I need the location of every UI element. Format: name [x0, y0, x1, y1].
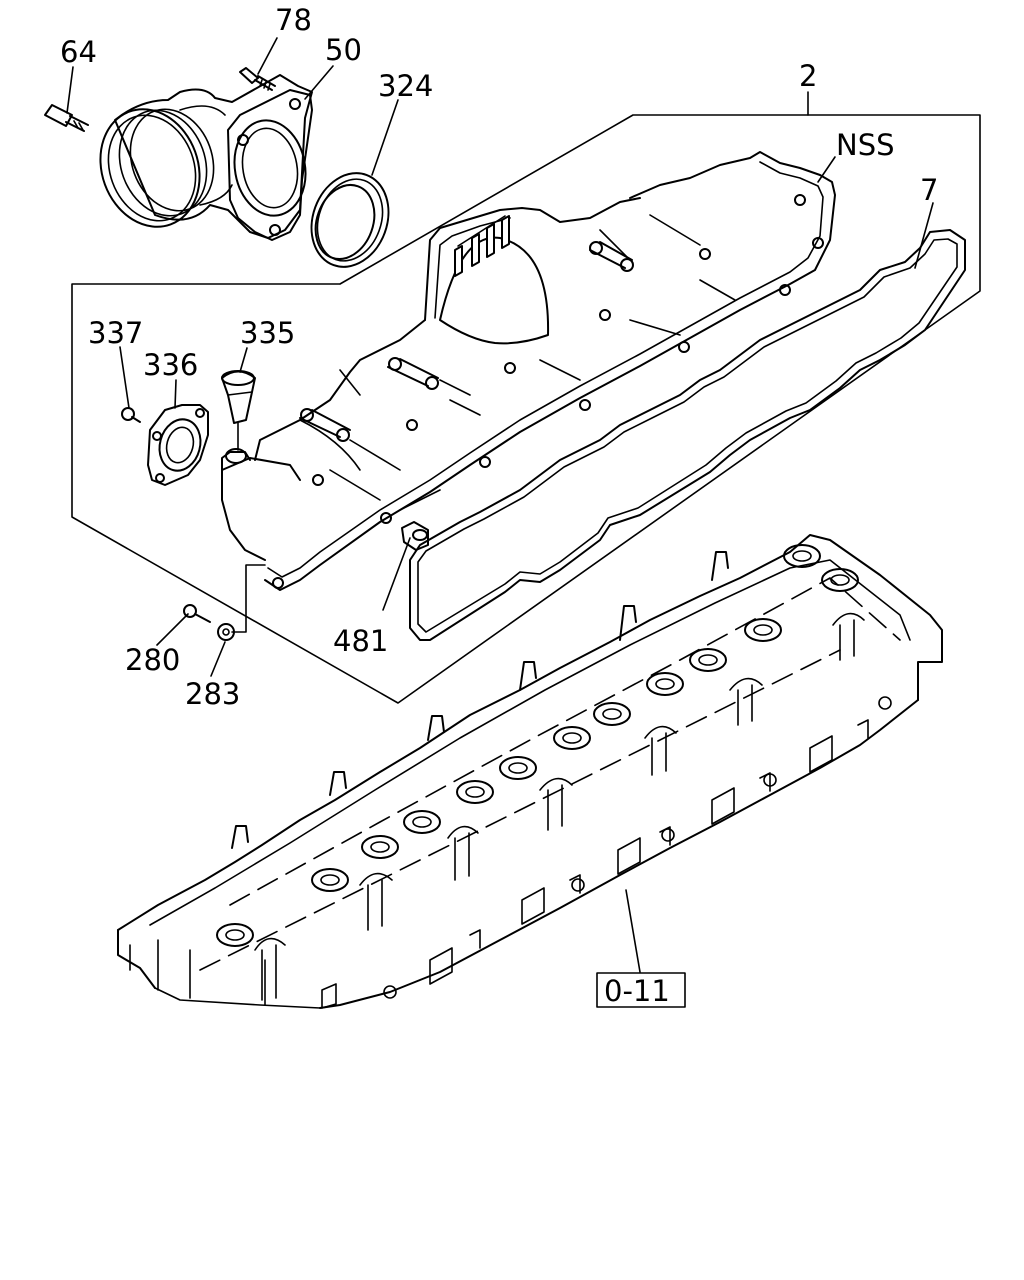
callout-283: 283 — [185, 677, 240, 711]
callout-78: 78 — [275, 3, 312, 37]
callout-nss: NSS — [836, 128, 895, 162]
breather-flange — [147, 404, 209, 486]
assembly-group-frame — [71, 114, 981, 704]
callout-335: 335 — [240, 316, 295, 350]
valve-bore-row-lower — [254, 612, 865, 1001]
reference-box — [596, 972, 686, 1008]
bolt-337 — [121, 407, 141, 423]
leader-lines — [66, 37, 934, 973]
intake-elbow — [99, 74, 313, 241]
callout-324: 324 — [378, 69, 433, 103]
rocker-cover — [221, 151, 836, 591]
bolt-280 — [183, 604, 211, 623]
seal-ring — [310, 172, 390, 268]
callout-50: 50 — [325, 33, 362, 67]
callout-7: 7 — [920, 173, 938, 207]
callout-64: 64 — [60, 35, 97, 69]
rocker-cover-gasket — [409, 229, 966, 641]
callout-336: 336 — [143, 348, 198, 382]
valve-port-row-upper — [216, 544, 859, 947]
callout-280: 280 — [125, 643, 180, 677]
reference-label: 0-11 — [604, 974, 670, 1008]
oil-filler-cap — [221, 370, 256, 424]
callout-481: 481 — [333, 624, 388, 658]
bolt-64 — [44, 104, 89, 132]
cover-bolt-holes — [272, 194, 824, 589]
breather-fins — [454, 215, 510, 277]
grommet-481 — [401, 521, 429, 551]
callout-2: 2 — [799, 59, 817, 93]
bolt-78 — [239, 67, 276, 91]
cylinder-head — [117, 534, 943, 1009]
side-port-row — [321, 696, 892, 1009]
cover-links — [299, 241, 634, 442]
callout-337: 337 — [88, 316, 143, 350]
